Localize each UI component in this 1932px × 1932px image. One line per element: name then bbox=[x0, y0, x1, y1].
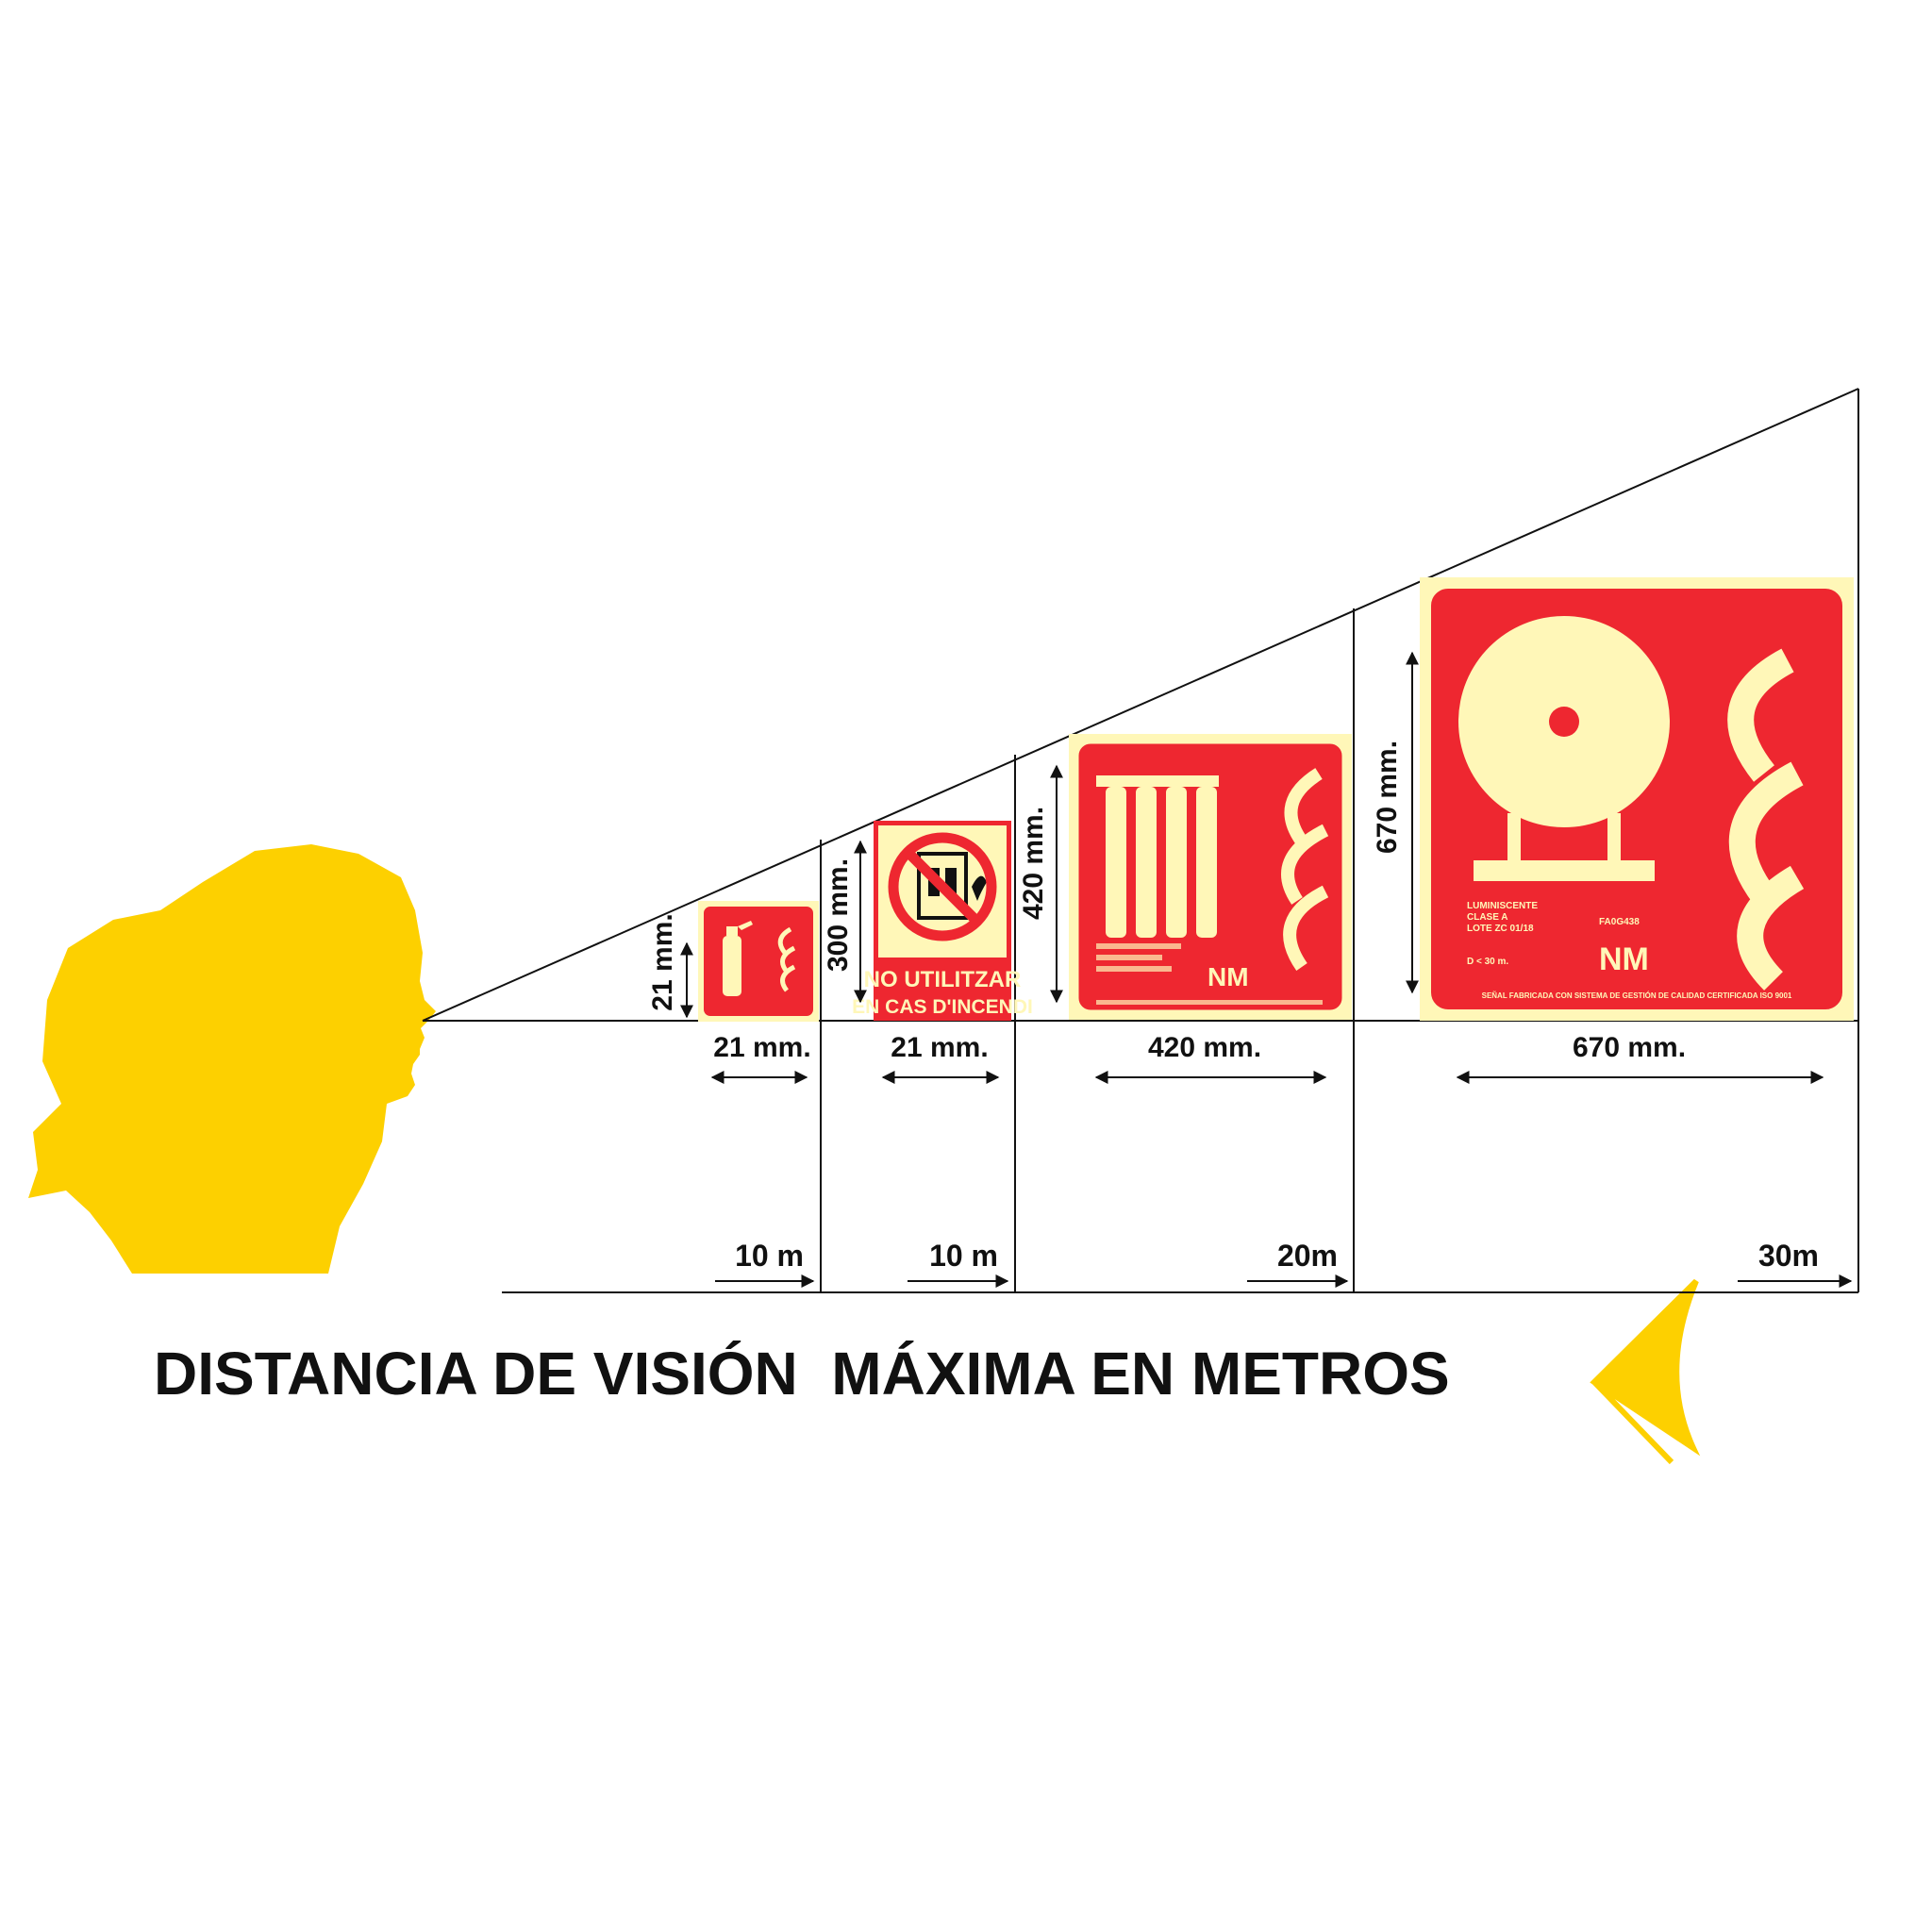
height-label-sign-1: 21 mm. bbox=[647, 913, 678, 1010]
distance-label-1: 10 m bbox=[735, 1239, 804, 1273]
fine-print-placeholder bbox=[1096, 1000, 1323, 1005]
sign-fire-hose-reel: LUMINISCENTE CLASE A LOTE ZC 01/18 FA0G4… bbox=[1420, 577, 1854, 1021]
fine-print-placeholder bbox=[1096, 966, 1172, 972]
flame-icon bbox=[1281, 768, 1329, 972]
fine-print-5: D < 30 m. bbox=[1467, 957, 1508, 967]
eye-icon bbox=[1590, 1278, 1701, 1465]
nm-logo: NM bbox=[1208, 962, 1249, 991]
fine-print-3: LOTE ZC 01/18 bbox=[1467, 924, 1534, 934]
sign-caption-line-1: NO UTILITZAR bbox=[864, 967, 1022, 992]
fine-print-4: FA0G438 bbox=[1599, 917, 1640, 927]
sign-extinguishing-cylinders: NM bbox=[1069, 734, 1352, 1020]
extinguishing-cylinders-icon bbox=[1096, 775, 1219, 938]
fire-extinguisher-icon bbox=[723, 921, 753, 996]
sign-fire-extinguisher bbox=[698, 901, 819, 1022]
width-label-sign-1: 21 mm. bbox=[713, 1032, 810, 1063]
height-dimensions: 21 mm. 300 mm. 420 mm. 670 mm. bbox=[647, 651, 1419, 1019]
diagram-title: DISTANCIA DE VISIÓN MÁXIMA EN METROS bbox=[154, 1340, 1450, 1407]
flame-icon bbox=[777, 926, 796, 992]
woman-head-silhouette-icon bbox=[28, 844, 436, 1274]
no-elevator-icon bbox=[888, 832, 997, 941]
height-label-sign-3: 420 mm. bbox=[1018, 807, 1049, 920]
fine-print-placeholder bbox=[1096, 943, 1181, 949]
distance-label-4: 30m bbox=[1758, 1239, 1819, 1273]
distance-label-3: 20m bbox=[1277, 1239, 1338, 1273]
sign-caption-line-2: EN CAS D'INCENDI bbox=[852, 996, 1033, 1018]
width-dimensions: 21 mm. 21 mm. 420 mm. 670 mm. bbox=[710, 1032, 1824, 1084]
fine-print-2: CLASE A bbox=[1467, 912, 1508, 923]
fire-hose-reel-icon bbox=[1458, 616, 1670, 881]
height-label-sign-4: 670 mm. bbox=[1372, 741, 1403, 854]
width-label-sign-3: 420 mm. bbox=[1148, 1032, 1261, 1063]
distance-label-2: 10 m bbox=[929, 1239, 998, 1273]
fine-print-6: SEÑAL FABRICADA CON SISTEMA DE GESTIÓN D… bbox=[1482, 991, 1792, 1000]
sign-no-elevator: NO UTILITZAR EN CAS D'INCENDI bbox=[852, 821, 1033, 1021]
sight-line bbox=[422, 388, 1859, 1022]
nm-logo: NM bbox=[1599, 941, 1649, 977]
width-label-sign-2: 21 mm. bbox=[891, 1032, 988, 1063]
fine-print-1: LUMINISCENTE bbox=[1467, 901, 1538, 911]
flame-icon bbox=[1727, 648, 1805, 991]
fine-print-placeholder bbox=[1096, 955, 1162, 960]
height-label-sign-2: 300 mm. bbox=[823, 858, 854, 972]
width-label-sign-4: 670 mm. bbox=[1573, 1032, 1686, 1063]
distance-labels: 10 m 10 m 20m 30m bbox=[715, 1239, 1853, 1288]
